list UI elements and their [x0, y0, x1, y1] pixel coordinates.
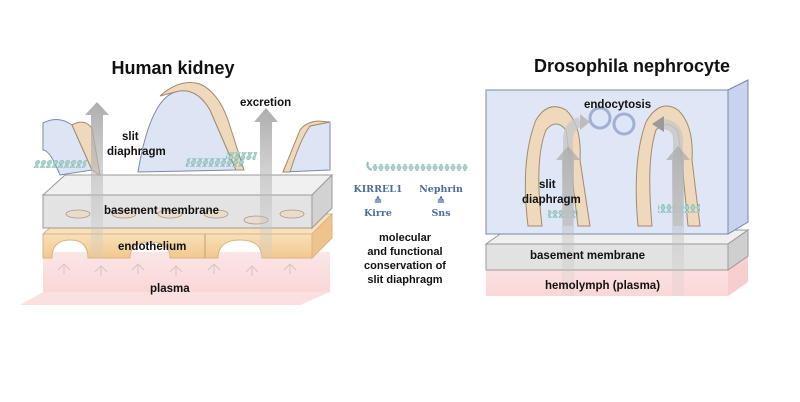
label-hemolymph: hemolymph (plasma)	[545, 280, 660, 292]
human-kidney-panel: Human kidney	[20, 58, 334, 305]
caption-line-4: slit diaphragm	[367, 274, 442, 286]
label-slit-left: slit	[122, 131, 139, 143]
sns-label: Sns	[431, 208, 450, 219]
label-plasma: plasma	[150, 283, 190, 295]
slit-diaphragm-beads-3	[225, 152, 258, 160]
molecule-beads	[372, 164, 468, 171]
podocyte-foot-processes	[32, 82, 331, 177]
slit-diaphragm-beads-2	[185, 158, 246, 167]
label-basement-membrane-left: basement membrane	[104, 205, 219, 217]
basement-membrane-left	[41, 173, 334, 230]
label-endocytosis: endocytosis	[584, 99, 651, 111]
label-basement-membrane-right: basement membrane	[530, 250, 645, 262]
slit-diaphragm-molecule	[366, 161, 468, 171]
label-excretion: excretion	[240, 97, 291, 109]
conservation-center: KIRREL1 ≙ Kirre Nephrin ≙ Sns molecular …	[353, 161, 468, 286]
label-slit-right: slit	[539, 179, 556, 191]
label-diaphragm-right: diaphragm	[522, 194, 581, 206]
right-title: Drosophila nephrocyte	[534, 56, 730, 76]
label-endothelium: endothelium	[118, 241, 186, 253]
left-title: Human kidney	[111, 58, 234, 78]
nephrocyte-cell	[485, 79, 749, 296]
caption-line-3: conservation of	[364, 260, 446, 272]
equiv-symbol-2: ≙	[437, 195, 445, 207]
kirre-label: Kirre	[364, 208, 392, 219]
equiv-symbol-1: ≙	[374, 195, 382, 207]
caption-line-2: and functional	[367, 246, 442, 258]
nephrin-label: Nephrin	[419, 184, 463, 195]
excretion-arrows-left	[85, 102, 278, 258]
caption-line-1: molecular	[379, 232, 432, 244]
slit-diaphragm-beads-1	[32, 160, 88, 168]
kirrel1-label: KIRREL1	[353, 184, 402, 195]
label-diaphragm-left: diaphragm	[107, 146, 166, 158]
drosophila-nephrocyte-panel: Drosophila nephrocyte	[484, 56, 750, 296]
plasma-layer	[20, 252, 330, 305]
